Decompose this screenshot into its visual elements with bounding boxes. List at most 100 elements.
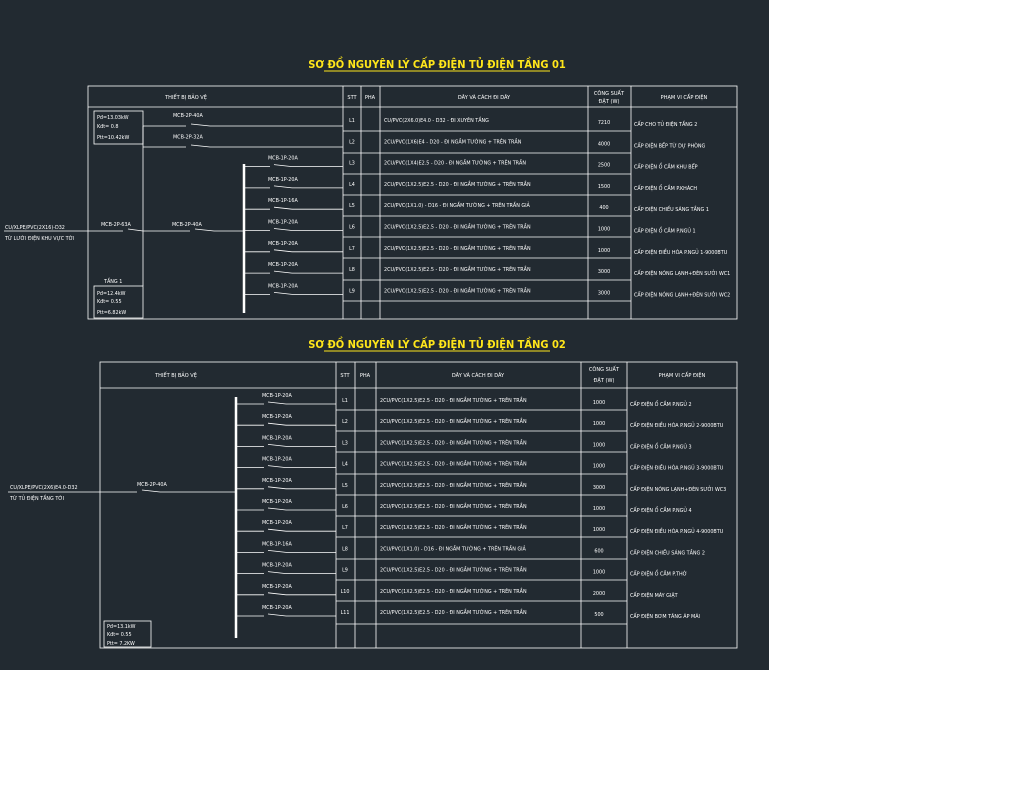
f2-header-cable: DÂY VÀ CÁCH ĐI DÂY <box>452 372 505 379</box>
breaker-label: MCB-1P-20A <box>262 414 292 420</box>
floor1-circuit-rows: MCB-2P-40A L1 CU/PVC(2X6.0)E4.0 - D32 - ĐI… <box>173 113 730 298</box>
breaker-contact <box>273 249 293 253</box>
circuit-scope: CẤP ĐIỆN ĐIỀU HÒA P.NGỦ 4-9000BTU <box>630 527 724 535</box>
f1-summary-ptt: Ptt=10.42kW <box>97 135 129 141</box>
f1-tang1-title: TẦNG 1 <box>103 277 122 285</box>
circuit-scope: CẤP ĐIỆN CHIẾU SÁNG TẦNG 1 <box>634 205 709 213</box>
f2-header-power-unit: ĐẶT (W) <box>594 377 615 384</box>
circuit-cable: 2CU/PVC(1X2.5)E2.5 - D20 - ĐI NGẦM TƯỜNG… <box>380 587 527 595</box>
breaker-label: MCB-1P-20A <box>262 478 292 484</box>
circuit-stt: L1 <box>349 118 355 124</box>
breaker-contact <box>273 206 293 210</box>
circuit-stt: L2 <box>342 419 348 425</box>
circuit-cable: 2CU/PVC(1X2.5)E2.5 - D20 - ĐI NGẦM TƯỜNG… <box>380 438 527 446</box>
breaker-label: MCB-1P-20A <box>268 177 298 183</box>
f1-feeder-label: TỪ LƯỚI ĐIỆN KHU VỰC TỚI <box>4 234 75 242</box>
circuit-scope: CẤP ĐIỆN NÓNG LẠNH+ĐÈN SƯỞI WC1 <box>634 269 730 277</box>
circuit-stt: L7 <box>349 246 355 252</box>
circuit-scope: CẤP ĐIỆN ĐIỀU HÒA P.NGỦ 3-9000BTU <box>630 464 724 472</box>
f1-header-protect: THIẾT BỊ BẢO VỆ <box>164 93 207 101</box>
circuit-scope: CẤP ĐIỆN BẾP TỪ DỰ PHÒNG <box>634 141 706 149</box>
circuit-scope: CẤP CHO TỦ ĐIỆN TẦNG 2 <box>634 120 697 128</box>
circuit-scope: CẤP ĐIỆN NÓNG LẠNH+ĐÈN SƯỞI WC2 <box>634 290 730 298</box>
breaker-label: MCB-2P-32A <box>173 134 203 140</box>
circuit-scope: CẤP ĐIỆN Ổ CẮM P.THỜ <box>630 570 687 578</box>
circuit-power: 1000 <box>593 527 605 533</box>
f1-header-cable: DÂY VÀ CÁCH ĐI DÂY <box>458 94 511 101</box>
circuit-cable: 2CU/PVC(1X2.5)E2.5 - D20 - ĐI NGẦM TƯỜNG… <box>380 566 527 574</box>
circuit-cable: 2CU/PVC(1X2.5)E2.5 - D20 - ĐI NGẦM TƯỜNG… <box>380 460 527 468</box>
breaker-contact <box>267 613 287 617</box>
floor2-title: SƠ ĐỒ NGUYÊN LÝ CẤP ĐIỆN TỦ ĐIỆN TẦNG 02 <box>308 336 566 351</box>
f1-tang1-ptt: Ptt=6.82kW <box>97 310 126 316</box>
floor2-circuit-rows: MCB-1P-20A L1 2CU/PVC(1X2.5)E2.5 - D20 - Đ… <box>236 393 726 620</box>
f1-tang1-kdt: Kđt= 0.55 <box>97 299 122 305</box>
floor1-title: SƠ ĐỒ NGUYÊN LÝ CẤP ĐIỆN TỦ ĐIỆN TẦNG 01 <box>308 56 566 71</box>
breaker-contact <box>267 550 287 553</box>
circuit-power: 1000 <box>598 227 610 233</box>
circuit-stt: L8 <box>349 267 355 273</box>
single-line-diagram: SƠ ĐỒ NGUYÊN LÝ CẤP ĐIỆN TỦ ĐIỆN TẦNG 01… <box>4 56 738 649</box>
breaker-contact <box>273 292 293 295</box>
f2-header-stt: STT <box>340 373 350 379</box>
f1-summary-kdt: Kđt= 0.8 <box>97 124 118 130</box>
circuit-power: 4000 <box>598 141 610 147</box>
circuit-scope: CẤP ĐIỆN Ổ CẮM P.NGỦ 4 <box>630 506 692 514</box>
breaker-label: MCB-1P-20A <box>262 435 292 441</box>
circuit-stt: L2 <box>349 139 355 145</box>
f2-header-power: CÔNG SUẤT <box>589 365 620 373</box>
circuit-stt: L4 <box>342 462 348 468</box>
circuit-scope: CẤP ĐIỆN ĐIỀU HÒA P.NGỦ 2-9000BTU <box>630 421 724 429</box>
circuit-power: 600 <box>594 548 603 554</box>
circuit-stt: L3 <box>349 161 355 167</box>
circuit-power: 7210 <box>598 120 610 126</box>
breaker-label: MCB-1P-20A <box>268 283 298 289</box>
breaker-label: MCB-1P-20A <box>262 457 292 463</box>
circuit-power: 1000 <box>593 570 605 576</box>
circuit-stt: L7 <box>342 525 348 531</box>
breaker-contact <box>267 571 287 574</box>
circuit-cable: 2CU/PVC(1X4)E2.5 - D20 - ĐI NGẦM TƯỜNG +… <box>384 159 526 167</box>
circuit-cable: 2CU/PVC(1X2.5)E2.5 - D20 - ĐI NGẦM TƯỜNG… <box>384 180 531 188</box>
breaker-contact <box>267 486 287 490</box>
circuit-scope: CẤP ĐIỆN CHIẾU SÁNG TẦNG 2 <box>630 548 705 556</box>
circuit-power: 1000 <box>593 506 605 512</box>
circuit-power: 1000 <box>593 421 605 427</box>
breaker-label: MCB-1P-20A <box>262 393 292 399</box>
breaker-label: MCB-1P-20A <box>262 499 292 505</box>
breaker-label: MCB-1P-20A <box>262 520 292 526</box>
circuit-stt: L4 <box>349 182 355 188</box>
circuit-stt: L1 <box>342 398 348 404</box>
circuit-stt: L9 <box>349 288 355 294</box>
breaker-label: MCB-2P-40A <box>173 113 203 119</box>
breaker-contact <box>267 465 287 468</box>
f1-sub-breaker: MCB-2P-40A <box>172 222 202 228</box>
circuit-cable: 2CU/PVC(1X2.5)E2.5 - D20 - ĐI NGẦM TƯỜNG… <box>384 223 531 231</box>
circuit-power: 3000 <box>593 485 605 491</box>
circuit-cable: 2CU/PVC(1X1.0) - D16 - ĐI NGẦM TƯỜNG + T… <box>380 544 527 552</box>
circuit-power: 1000 <box>598 248 610 254</box>
circuit-stt: L6 <box>342 504 348 510</box>
circuit-scope: CẤP ĐIỆN Ổ CẮM P.KHÁCH <box>634 184 697 192</box>
circuit-power: 3000 <box>598 269 610 275</box>
circuit-scope: CẤP ĐIỆN NÓNG LẠNH+ĐÈN SƯỞI WC3 <box>630 485 726 493</box>
breaker-contact <box>267 507 287 511</box>
circuit-cable: 2CU/PVC(1X2.5)E2.5 - D20 - ĐI NGẦM TƯỜNG… <box>384 265 531 273</box>
circuit-stt: L3 <box>342 440 348 446</box>
drawing-canvas: SƠ ĐỒ NGUYÊN LÝ CẤP ĐIỆN TỦ ĐIỆN TẦNG 01… <box>0 0 769 670</box>
breaker-label: MCB-1P-20A <box>268 220 298 226</box>
circuit-cable: CU/PVC(2X6.0)E4.0 - D32 - ĐI XUYÊN TẦNG <box>384 116 489 124</box>
breaker-contact <box>273 164 293 167</box>
breaker-label: MCB-1P-20A <box>262 605 292 611</box>
breaker-label: MCB-1P-20A <box>268 262 298 268</box>
f1-tang1-pd: Pđ=12.4kW <box>97 291 126 297</box>
breaker-contact <box>267 444 287 447</box>
circuit-scope: CẤP ĐIỆN BƠM TĂNG ÁP MÁI <box>630 612 700 620</box>
breaker-label: MCB-1P-20A <box>262 563 292 569</box>
circuit-scope: CẤP ĐIỆN Ổ CẮM P.NGỦ 2 <box>630 400 692 408</box>
f2-summary-kdt: Kđt= 0.55 <box>107 632 132 638</box>
circuit-power: 3000 <box>598 290 610 296</box>
circuit-cable: 2CU/PVC(1X2.5)E2.5 - D20 - ĐI NGẦM TƯỜNG… <box>380 523 527 531</box>
f1-feeder-cable: CU/XLPE/PVC(2X16)-D32 <box>5 225 65 231</box>
f2-summary-ptt: Ptt= 7.2KW <box>107 641 135 647</box>
